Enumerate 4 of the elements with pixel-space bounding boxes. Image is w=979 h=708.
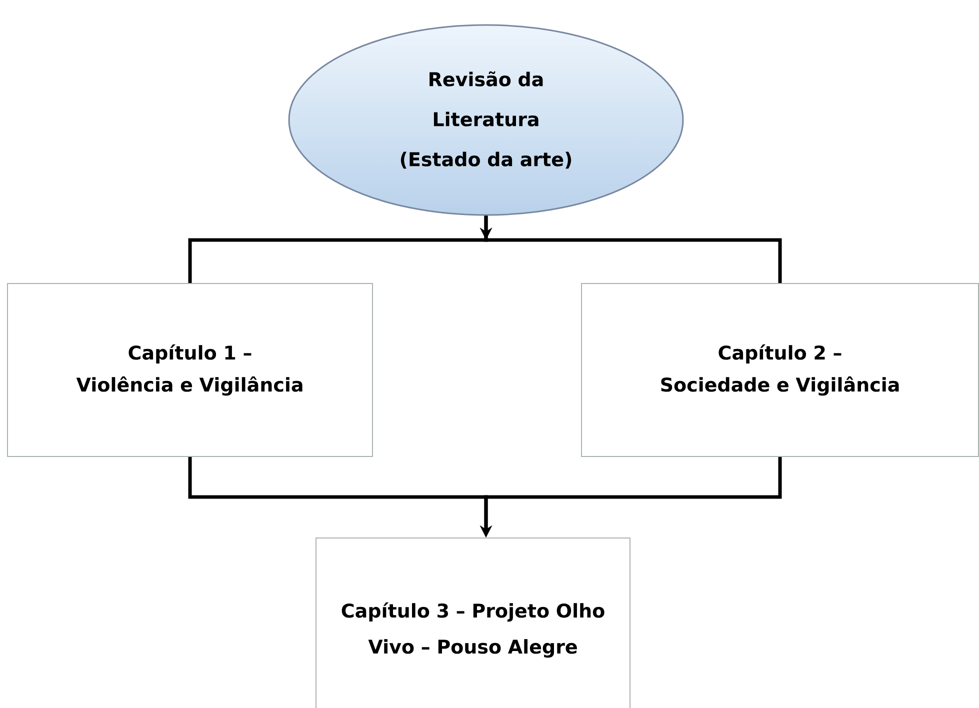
chapter-box: Capítulo 2 – Sociedade e Vigilância (581, 283, 979, 457)
chapter-box: Capítulo 1 – Violência e Vigilância (7, 283, 373, 457)
chapter-box: Capítulo 3 – Projeto Olho Vivo – Pouso Alegre (316, 538, 630, 708)
ellipse-node: Revisão da Literatura (Estado da arte) (288, 24, 684, 216)
